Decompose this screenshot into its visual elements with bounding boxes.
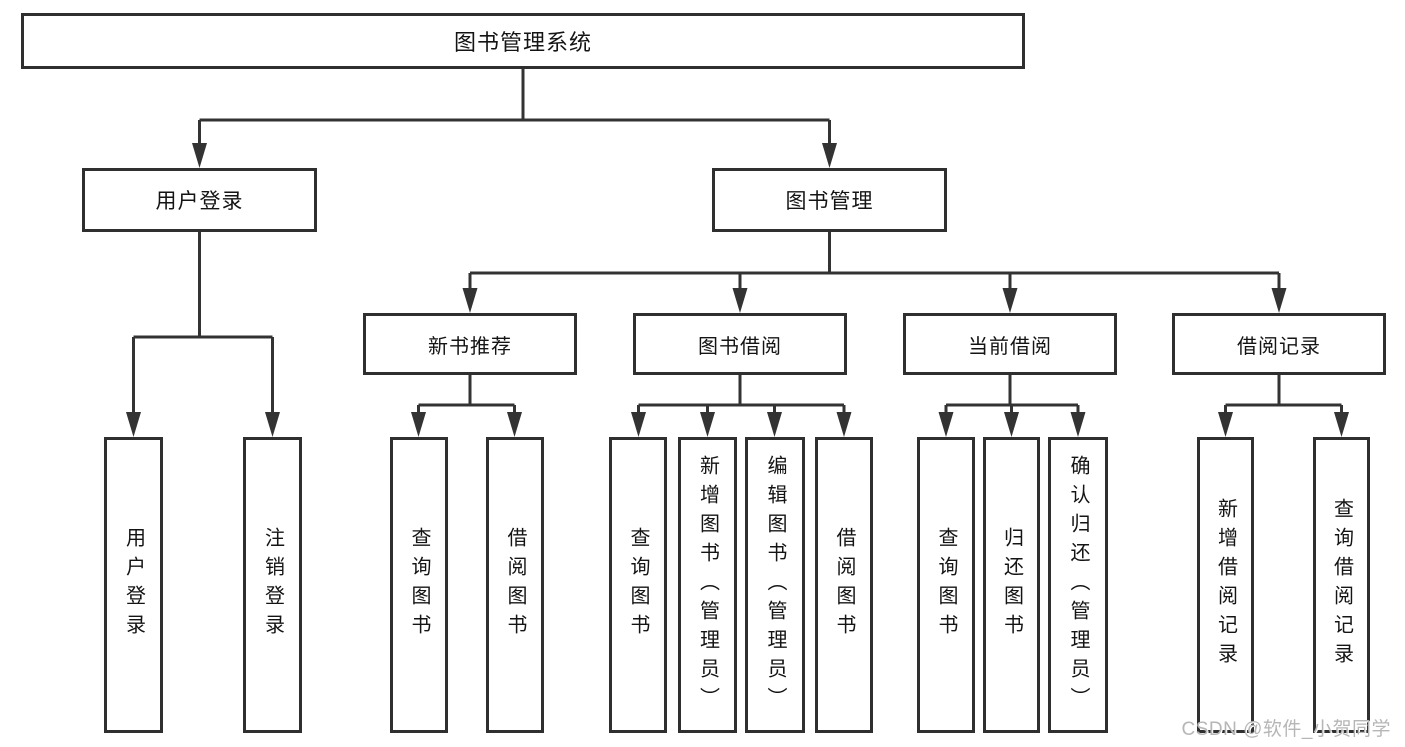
node-label: 借阅记录 <box>1237 335 1321 358</box>
leaf-user-login: 用户登录 <box>104 437 163 733</box>
leaf-label: 查询图书 <box>627 527 649 643</box>
leaf-query-books-recommend: 查询图书 <box>390 437 448 733</box>
leaf-label: 编辑图书（管理员） <box>764 454 786 716</box>
leaf-add-books-admin: 新增图书（管理员） <box>678 437 737 733</box>
leaf-query-books-borrowing: 查询图书 <box>609 437 667 733</box>
node-label: 图书借阅 <box>698 335 782 358</box>
leaf-edit-books-admin: 编辑图书（管理员） <box>745 437 805 733</box>
leaf-label: 用户登录 <box>122 527 145 643</box>
leaf-label: 归还图书 <box>1000 527 1023 643</box>
csdn-watermark: CSDN @软件_小贺同学 <box>1181 719 1391 740</box>
node-book-management-branch: 图书管理 <box>712 168 947 232</box>
leaf-label: 新增图书（管理员） <box>696 454 719 716</box>
leaf-confirm-return-admin: 确认归还（管理员） <box>1048 437 1108 733</box>
node-book-borrowing: 图书借阅 <box>633 313 847 375</box>
leaf-query-borrow-record: 查询借阅记录 <box>1313 437 1370 733</box>
node-borrowing-records: 借阅记录 <box>1172 313 1386 375</box>
node-label: 用户登录 <box>155 190 244 213</box>
node-current-borrowing: 当前借阅 <box>903 313 1117 375</box>
leaf-label: 借阅图书 <box>833 527 855 643</box>
node-label: 新书推荐 <box>428 335 512 358</box>
leaf-label: 借阅图书 <box>504 527 526 643</box>
node-user-login-branch: 用户登录 <box>82 168 317 232</box>
node-new-book-recommend: 新书推荐 <box>363 313 577 375</box>
leaf-label: 确认归还（管理员） <box>1067 454 1089 716</box>
leaf-borrow-books-recommend: 借阅图书 <box>486 437 544 733</box>
leaf-label: 查询图书 <box>935 527 957 643</box>
leaf-label: 注销登录 <box>261 527 284 643</box>
leaf-logout: 注销登录 <box>243 437 302 733</box>
node-root-label: 图书管理系统 <box>453 30 592 55</box>
leaf-label: 查询借阅记录 <box>1330 498 1353 672</box>
leaf-return-books: 归还图书 <box>983 437 1040 733</box>
leaf-add-borrow-record: 新增借阅记录 <box>1197 437 1254 733</box>
node-root-system: 图书管理系统 <box>21 13 1025 69</box>
leaf-label: 查询图书 <box>408 527 430 643</box>
node-label: 图书管理 <box>785 190 874 213</box>
node-label: 当前借阅 <box>968 335 1052 358</box>
leaf-label: 新增借阅记录 <box>1214 498 1237 672</box>
leaf-borrow-books: 借阅图书 <box>815 437 873 733</box>
leaf-query-books-current: 查询图书 <box>917 437 975 733</box>
